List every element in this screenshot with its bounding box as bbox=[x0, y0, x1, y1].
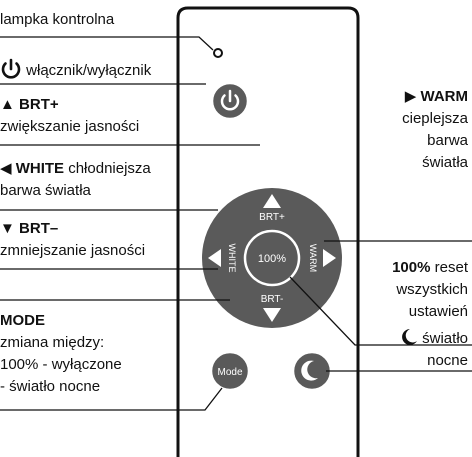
night-line-1: światło bbox=[422, 330, 468, 347]
dpad-brt-plus-label: BRT+ bbox=[259, 212, 285, 223]
reset-button-label: 100% bbox=[258, 253, 286, 265]
night-button[interactable] bbox=[291, 350, 333, 392]
white-desc2: barwa światła bbox=[0, 182, 91, 199]
dpad-white-label: WHITE bbox=[227, 244, 237, 273]
white-title: WHITE bbox=[15, 160, 65, 177]
warm-line-1: cieplejsza bbox=[402, 110, 468, 127]
triangle-right-icon: ▶ bbox=[404, 88, 417, 105]
brt-plus-title: BRT+ bbox=[19, 96, 59, 113]
brt-minus-desc: zmniejszanie jasności bbox=[0, 242, 146, 259]
leader-lines bbox=[0, 36, 472, 411]
power-label: włącznik/wyłącznik bbox=[0, 58, 151, 82]
dpad-warm-label: WARM bbox=[308, 244, 318, 272]
warm-title: WARM bbox=[420, 88, 469, 105]
remote-body bbox=[176, 6, 360, 457]
moon-icon bbox=[402, 329, 417, 345]
reset-callout: 100% reset wszystkich ustawień bbox=[392, 257, 468, 323]
brt-minus-button[interactable] bbox=[263, 308, 281, 322]
indicator-label: lampka kontrolna bbox=[0, 11, 115, 28]
warm-button[interactable] bbox=[323, 249, 336, 267]
reset-title: 100% bbox=[392, 259, 431, 276]
white-button[interactable] bbox=[208, 249, 221, 267]
reset-line-2: ustawień bbox=[408, 303, 468, 320]
brt-minus-title: BRT– bbox=[19, 220, 59, 237]
power-icon bbox=[220, 89, 240, 111]
reset-line-1: wszystkich bbox=[396, 281, 468, 298]
mode-button-label: Mode bbox=[217, 367, 242, 378]
mode-line-3: - światło nocne bbox=[0, 378, 101, 395]
triangle-down-icon: ▼ bbox=[0, 220, 15, 237]
triangle-left-icon: ◀ bbox=[0, 160, 12, 177]
power-button[interactable] bbox=[210, 81, 250, 121]
night-callout: światło nocne bbox=[400, 328, 468, 372]
dpad-brt-minus-label: BRT- bbox=[261, 294, 284, 305]
mode-title: MODE bbox=[0, 312, 45, 329]
warm-line-3: światła bbox=[422, 154, 468, 171]
brt-plus-callout: ▲ BRT+ zwiększanie jasności bbox=[0, 94, 139, 138]
brt-plus-desc: zwiększanie jasności bbox=[0, 118, 140, 135]
mode-button[interactable]: Mode bbox=[209, 350, 251, 392]
reset-100-button[interactable]: 100% bbox=[243, 229, 301, 287]
mode-line-1: zmiana między: bbox=[0, 334, 105, 351]
mode-callout: MODE zmiana między: 100% - wyłączone - ś… bbox=[0, 310, 122, 398]
brt-plus-button[interactable] bbox=[263, 194, 281, 208]
power-label-text: włącznik/wyłącznik bbox=[26, 62, 152, 79]
reset-after: reset bbox=[434, 259, 468, 276]
direction-pad: BRT+ BRT- WHITE WARM 100% bbox=[202, 188, 342, 328]
mode-line-2: 100% - wyłączone bbox=[0, 356, 122, 373]
power-icon bbox=[1, 58, 21, 79]
indicator-lamp bbox=[213, 48, 223, 58]
warm-callout: ▶ WARM cieplejsza barwa światła bbox=[402, 86, 468, 174]
white-desc1: chłodniejsza bbox=[68, 160, 151, 177]
night-line-2: nocne bbox=[427, 352, 468, 369]
brt-minus-callout: ▼ BRT– zmniejszanie jasności bbox=[0, 218, 145, 262]
triangle-up-icon: ▲ bbox=[0, 96, 15, 113]
warm-line-2: barwa bbox=[427, 132, 468, 149]
white-callout: ◀ WHITE chłodniejsza barwa światła bbox=[0, 158, 151, 202]
moon-icon bbox=[301, 360, 320, 381]
